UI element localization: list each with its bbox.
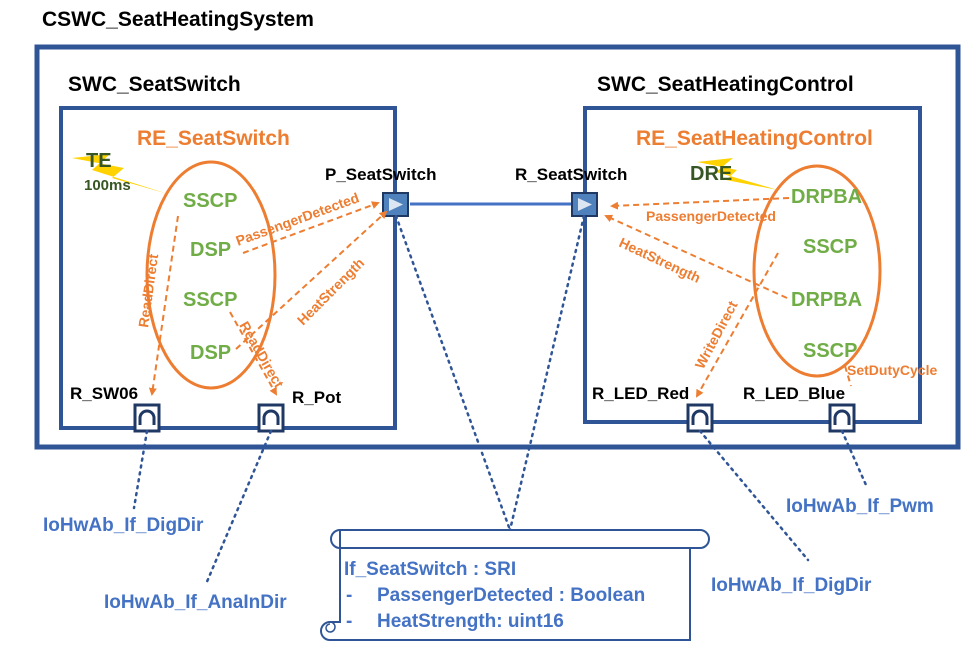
left-readdirect-label-1: ReadDirect bbox=[135, 253, 161, 329]
link-rport-interface bbox=[508, 214, 586, 532]
iohwab-digdir-left: IoHwAb_If_DigDir bbox=[43, 515, 204, 536]
left-swc-title: SWC_SeatSwitch bbox=[68, 73, 241, 96]
r-led-red-port[interactable] bbox=[686, 403, 714, 433]
composition-frame bbox=[34, 44, 961, 450]
right-item-sscp-1: SSCP bbox=[803, 236, 857, 258]
link-ledblue-iohwab bbox=[840, 429, 868, 487]
right-passenger-arrow bbox=[610, 197, 790, 210]
link-sw06-iohwab bbox=[132, 429, 149, 510]
left-passenger-arrow bbox=[242, 201, 380, 254]
left-item-dsp-2: DSP bbox=[190, 342, 231, 364]
interface-element-1: PassengerDetected : Boolean bbox=[377, 585, 645, 606]
interface-dash-2: - bbox=[346, 611, 352, 632]
r-led-red-label: R_LED_Red bbox=[592, 384, 689, 403]
te-label: TE bbox=[86, 150, 112, 172]
te-period: 100ms bbox=[84, 177, 131, 194]
r-pot-port[interactable] bbox=[257, 403, 285, 433]
left-readdirect-arrow-2 bbox=[229, 311, 277, 396]
right-writedirect-arrow bbox=[696, 252, 779, 398]
left-item-sscp-2: SSCP bbox=[183, 289, 237, 311]
interface-element-2: HeatStrength: uint16 bbox=[377, 611, 564, 632]
iohwab-anaindir: IoHwAb_If_AnaInDir bbox=[104, 592, 287, 613]
right-runnable-name: RE_SeatHeatingControl bbox=[636, 127, 873, 150]
left-swc-box bbox=[59, 106, 397, 430]
left-heat-arrow bbox=[235, 210, 388, 350]
link-pport-interface bbox=[394, 214, 512, 532]
left-runnable-ellipse bbox=[145, 160, 277, 390]
r-seatswitch-label: R_SeatSwitch bbox=[515, 165, 627, 184]
r-led-blue-label: R_LED_Blue bbox=[743, 384, 845, 403]
right-heat-label: HeatStrength bbox=[617, 234, 703, 286]
r-sw06-label: R_SW06 bbox=[70, 384, 138, 403]
r-seatswitch-port[interactable] bbox=[571, 192, 598, 217]
left-readdirect-label-2: ReadDirect bbox=[236, 319, 287, 391]
composition-title: CSWC_SeatHeatingSystem bbox=[42, 8, 314, 31]
interface-title: If_SeatSwitch : SRI bbox=[344, 559, 516, 580]
interface-dash-1: - bbox=[346, 585, 352, 606]
te-lightning-icon bbox=[72, 154, 168, 194]
right-runnable-ellipse bbox=[752, 164, 882, 378]
right-swc-box bbox=[583, 106, 922, 424]
left-heat-label: HeatStrength bbox=[294, 255, 367, 328]
right-dutycycle-arrow bbox=[844, 365, 852, 387]
p-seatswitch-port[interactable] bbox=[382, 192, 409, 217]
right-dutycycle-label: SetDutyCycle bbox=[847, 362, 937, 378]
dre-lightning-icon bbox=[697, 158, 778, 190]
right-passenger-label: PassengerDetected bbox=[646, 208, 776, 224]
r-pot-label: R_Pot bbox=[292, 388, 341, 407]
left-item-sscp-1: SSCP bbox=[183, 190, 237, 212]
right-swc-title: SWC_SeatHeatingControl bbox=[597, 73, 854, 96]
r-sw06-port[interactable] bbox=[133, 403, 161, 433]
link-ledred-iohwab bbox=[698, 429, 810, 562]
right-item-drpba-1: DRPBA bbox=[791, 186, 862, 208]
r-led-blue-port[interactable] bbox=[828, 403, 856, 433]
dre-label: DRE bbox=[690, 163, 732, 185]
left-item-dsp-1: DSP bbox=[190, 239, 231, 261]
iohwab-digdir-right: IoHwAb_If_DigDir bbox=[711, 575, 872, 596]
link-pot-iohwab bbox=[204, 429, 273, 586]
right-item-sscp-2: SSCP bbox=[803, 340, 857, 362]
left-runnable-name: RE_SeatSwitch bbox=[137, 127, 290, 150]
right-heat-arrow bbox=[604, 214, 788, 299]
p-seatswitch-label: P_SeatSwitch bbox=[325, 165, 437, 184]
interface-scroll bbox=[320, 529, 710, 641]
right-item-drpba-2: DRPBA bbox=[791, 289, 862, 311]
iohwab-pwm: IoHwAb_If_Pwm bbox=[786, 496, 934, 517]
left-passenger-label: PassengerDetected bbox=[234, 189, 362, 248]
